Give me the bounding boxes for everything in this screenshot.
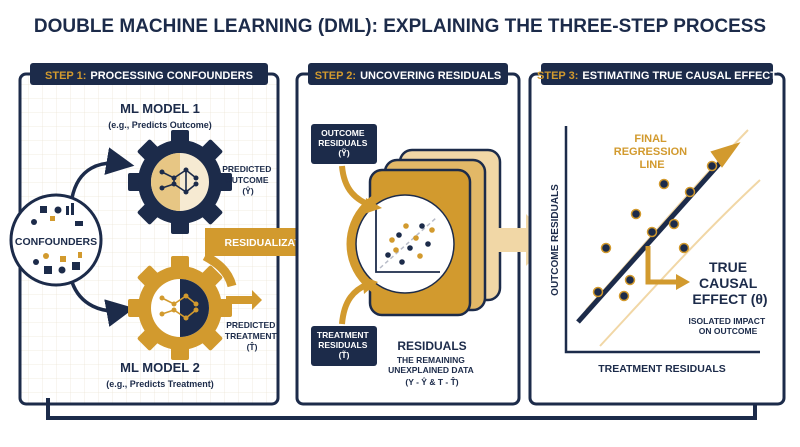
confounders-node: CONFOUNDERS [9,193,103,287]
step2-panel: STEP 2:UNCOVERING RESIDUALS O [295,63,521,406]
arrow-to-model2 [70,281,135,327]
model1-prediction: PREDICTED OUTCOME (Ŷ) [222,164,274,196]
model1-subtitle: (e.g., Predicts Outcome) [108,120,212,130]
bottom-connector [46,398,757,420]
step3-header [541,63,773,85]
gear-icon [128,130,232,234]
lower-band [599,179,761,347]
confounder-icons [31,203,83,274]
outcome-residuals-label: OUTCOME RESIDUALS (Ỹ) [318,128,370,158]
causal-effect-label: TRUE CAUSAL EFFECT (θ) [692,259,767,307]
step1-header [30,63,268,85]
model1-title: ML MODEL 1 [120,101,200,116]
model2-subtitle: (e.g., Predicts Treatment) [106,379,214,389]
step1-panel: STEP 1:PROCESSING CONFOUNDERS ML MODEL 1… [9,63,280,406]
regression-line [576,152,730,324]
residual-scatter-lens [346,185,464,303]
scatter-points [592,160,718,302]
gear-icon [128,256,232,360]
step2-header-text: STEP 2:UNCOVERING RESIDUALS [315,70,502,82]
treatment-residuals-box [311,326,377,366]
treatment-residuals-label: TREATMENT RESIDUALS (T̃) [317,330,371,360]
effect-pointer [645,246,680,285]
residuals-title: RESIDUALS [397,339,466,353]
arrow-to-model1 [70,147,135,199]
plot-axes [564,126,760,354]
outcome-residuals-box [311,124,377,164]
residuals-description: THE REMAINING UNEXPLAINED DATA (Y - Ŷ & … [388,355,476,387]
step3-panel: STEP 3:ESTIMATING TRUE CAUSAL EFFECT OUT… [528,63,786,406]
step2-header [308,63,508,85]
prediction-arrow [226,290,262,310]
confounders-label: CONFOUNDERS [15,236,97,248]
step3-header-text: STEP 3:ESTIMATING TRUE CAUSAL EFFECT [537,70,777,82]
model2-title: ML MODEL 2 [120,360,200,375]
page-title: DOUBLE MACHINE LEARNING (DML): EXPLAININ… [34,16,766,37]
regression-arrowhead [710,142,741,168]
causal-effect-description: ISOLATED IMPACT ON OUTCOME [688,316,767,336]
x-axis-label: TREATMENT RESIDUALS [598,363,726,375]
y-axis-label: OUTCOME RESIDUALS [550,184,561,296]
model2-prediction: PREDICTED TREATMENT (T̂) [225,320,279,352]
step1-header-text: STEP 1:PROCESSING CONFOUNDERS [45,70,253,82]
regression-line-label: FINAL REGRESSION LINE [614,133,690,171]
